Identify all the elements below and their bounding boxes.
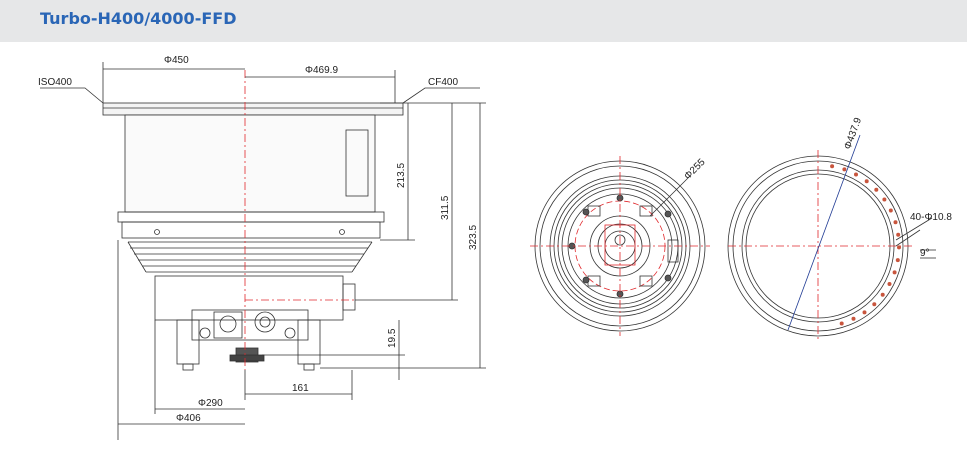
dim-w161: 161 — [292, 383, 309, 394]
bolt-hole — [830, 164, 835, 169]
bolt-hole — [896, 232, 901, 237]
dim-d406: Φ406 — [176, 413, 201, 424]
bolt-hole — [851, 316, 856, 321]
bolt-hole — [854, 172, 858, 177]
header-bar — [0, 0, 967, 42]
label-cf400: CF400 — [428, 77, 458, 88]
bolt-hole — [895, 258, 900, 263]
bolt-hole — [864, 179, 869, 184]
bolt-hole — [862, 310, 867, 315]
dim-h213: 213.5 — [396, 163, 407, 188]
label-angle: 9° — [920, 248, 930, 259]
flange-view — [727, 134, 936, 340]
dim-h311: 311.5 — [440, 195, 451, 220]
flange-bolt-holes — [830, 164, 901, 326]
page-title: Turbo-H400/4000-FFD — [40, 9, 237, 28]
bolt-hole — [872, 302, 877, 307]
dim-h19: 19.5 — [387, 328, 398, 348]
bolt-hole — [892, 270, 897, 275]
bolt-hole — [887, 282, 892, 286]
dim-d290: Φ290 — [198, 398, 223, 409]
bolt-hole — [880, 292, 885, 297]
bolt-hole — [897, 245, 901, 250]
dim-d469: Φ469.9 — [305, 65, 338, 76]
bolt-hole — [839, 321, 844, 326]
dim-h323: 323.5 — [468, 225, 479, 250]
dim-d437: Φ437.9 — [842, 116, 864, 151]
top-view — [530, 156, 710, 336]
label-holes: 40-Φ10.8 — [910, 212, 952, 223]
dim-d255: Φ255 — [682, 157, 708, 183]
bolt-hole — [842, 167, 847, 172]
bolt-hole — [888, 208, 893, 213]
label-iso400: ISO400 — [38, 77, 72, 88]
side-view — [40, 62, 486, 440]
bolt-hole — [893, 220, 898, 225]
bolt-hole — [874, 187, 879, 192]
dim-d450: Φ450 — [164, 55, 189, 66]
bolt-hole — [882, 197, 887, 202]
